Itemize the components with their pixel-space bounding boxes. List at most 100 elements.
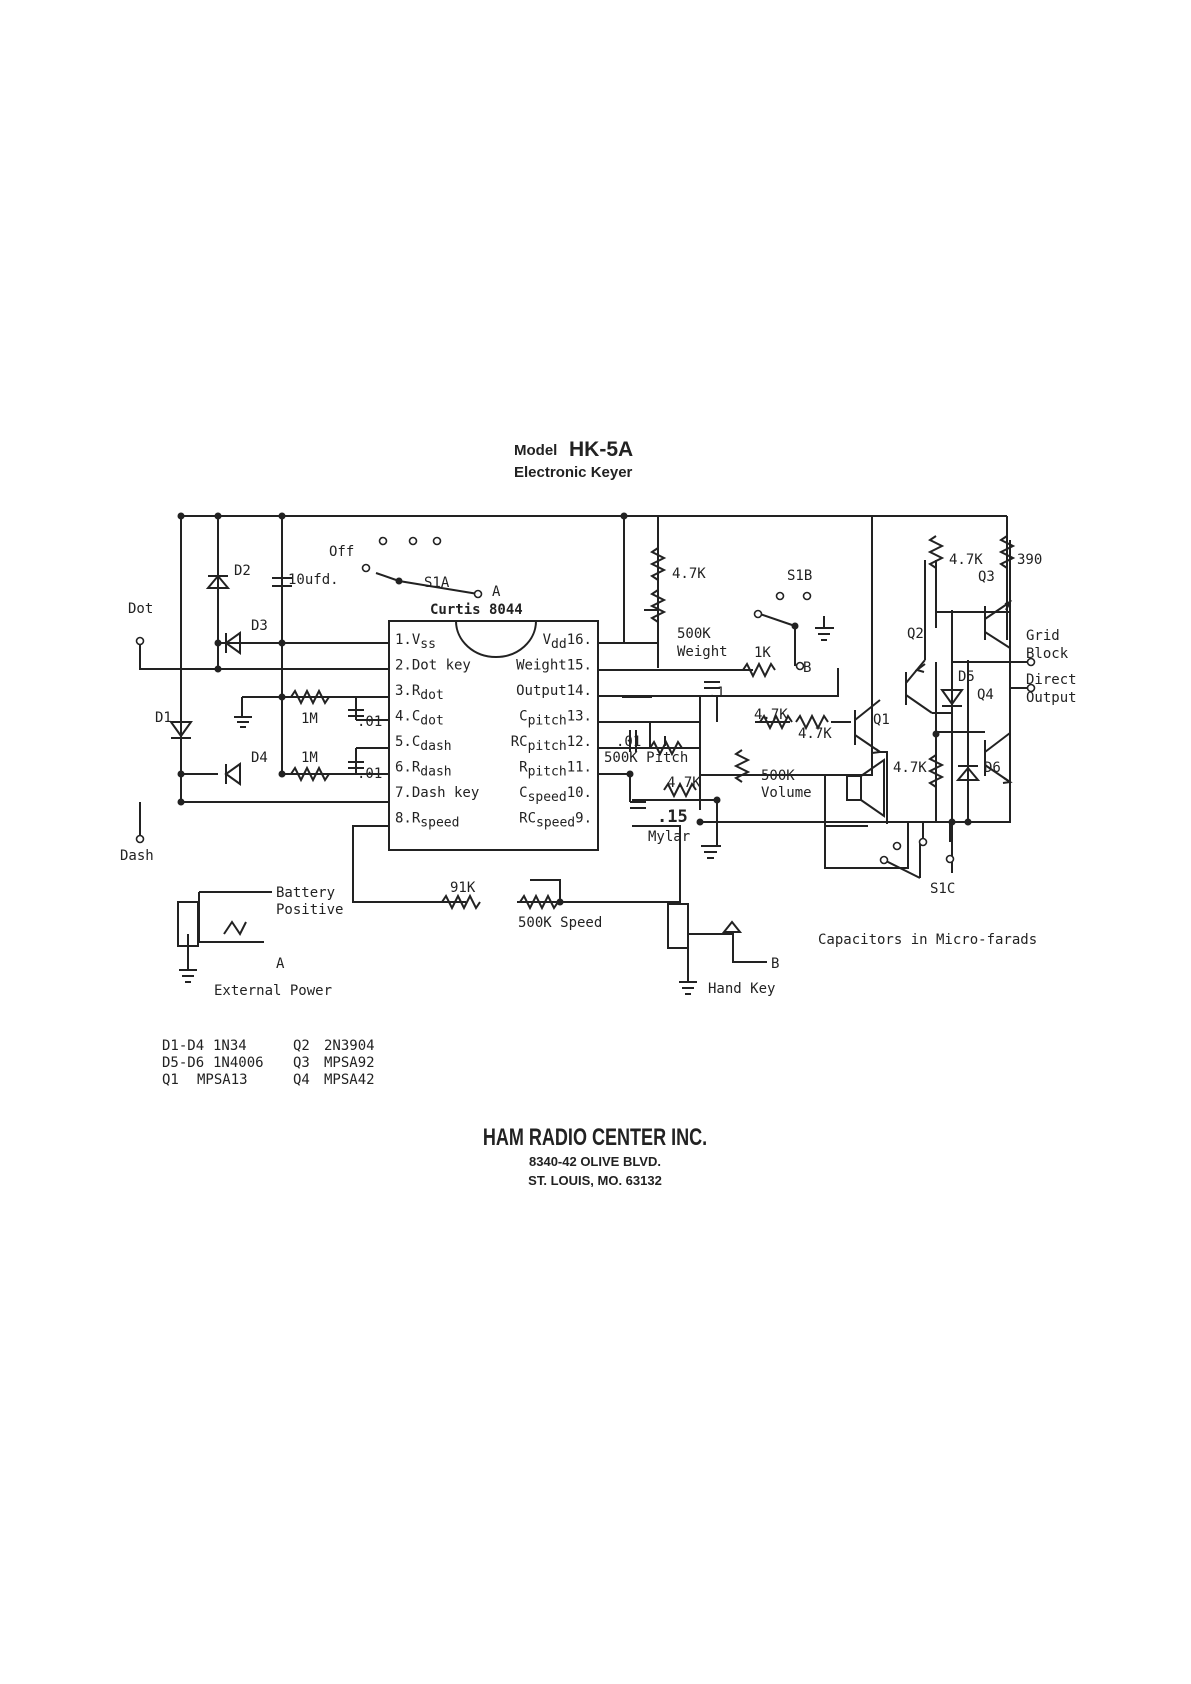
junction-dots — [177, 512, 972, 906]
svg-text:Q4: Q4 — [293, 1072, 310, 1088]
ground-icon — [234, 716, 252, 728]
terminal-off — [361, 563, 371, 573]
resistor-91k — [441, 893, 481, 911]
label-grid: Grid — [1026, 628, 1060, 644]
model-number: HK-5A — [569, 438, 633, 461]
jack-tip-icon — [721, 920, 743, 933]
jack-hand-key — [667, 903, 689, 949]
jack-symbols — [177, 901, 743, 949]
jack-external-power — [177, 901, 199, 947]
ic-pin-label: 6.Rdash — [395, 760, 452, 780]
label-47k-q1-top: 4.7K — [754, 707, 788, 723]
label-d2: D2 — [234, 563, 251, 579]
ic-pin-label: RCspeed9. — [519, 811, 592, 831]
label-c01-dot: .01 — [357, 714, 382, 730]
ic-pin-label: 1.Vss — [395, 632, 436, 652]
company-city: ST. LOUIS, MO. 63132 — [528, 1173, 662, 1188]
ic-pin-label: Cspeed10. — [519, 785, 592, 805]
ic-pin-label: 4.Cdot — [395, 709, 444, 729]
label-d6: D6 — [984, 760, 1001, 776]
svg-text:D5-D6: D5-D6 — [162, 1055, 204, 1071]
label-a-top: A — [492, 584, 501, 600]
transistor-symbols — [871, 600, 1013, 784]
label-b-s1b: B — [803, 660, 811, 676]
label-d4: D4 — [251, 750, 268, 766]
label-d1: D1 — [155, 710, 172, 726]
label-s1b: S1B — [787, 568, 812, 584]
resistor-1k — [742, 661, 776, 679]
resistor-47k-pitch — [663, 781, 697, 799]
label-direct: Direct — [1026, 672, 1077, 688]
ground-icon — [815, 616, 834, 641]
resistor-1m-dot — [290, 688, 330, 706]
diode-d4 — [224, 762, 241, 786]
ground-icon — [679, 981, 697, 995]
label-dash: Dash — [120, 848, 154, 864]
label-390: 390 — [1017, 552, 1042, 568]
parts-list-row: Q1 MPSA13 Q4 MPSA42 — [162, 1072, 375, 1088]
ic-right-pin-labels: Vdd16.Weight15.Output14.Cpitch13.RCpitch… — [511, 632, 592, 831]
diode-d5 — [940, 689, 964, 707]
diode-symbols — [169, 574, 981, 786]
label-s1c: S1C — [930, 881, 955, 897]
label-47k-q4: 4.7K — [893, 760, 927, 776]
jack-spring-icon — [223, 920, 247, 936]
parts-list-row: D1-D4 1N34 Q2 2N3904 — [162, 1038, 375, 1054]
label-10ufd: 10ufd. — [288, 572, 339, 588]
diode-d3 — [224, 631, 241, 655]
pot-volume — [733, 749, 751, 783]
pot-weight — [649, 589, 667, 623]
label-c15: .15 — [657, 807, 688, 827]
transistor-q1-arrow — [871, 748, 883, 754]
ic-pin-label: Weight15. — [516, 658, 592, 674]
capacitor-15 — [630, 801, 646, 809]
label-d3: D3 — [251, 618, 268, 634]
pot-speed — [519, 893, 559, 911]
label-positive: Positive — [276, 902, 343, 918]
label-volume: Volume — [761, 785, 812, 801]
transistor-q3-arrow — [1004, 600, 1013, 611]
ic-pin-label: Rpitch11. — [519, 760, 592, 780]
label-d5: D5 — [958, 669, 975, 685]
label-1m-dot: 1M — [301, 711, 318, 727]
capacitor-10ufd — [272, 577, 292, 587]
label-c1: .1 — [708, 685, 725, 701]
ground-icon — [179, 969, 197, 983]
svg-text:Q2: Q2 — [293, 1038, 310, 1054]
ic-name: Curtis 8044 — [430, 602, 523, 618]
resistor-390 — [998, 535, 1016, 569]
capacitor-1 — [704, 681, 720, 689]
diode-d2 — [205, 574, 231, 589]
label-s1a: S1A — [424, 575, 450, 591]
svg-text:MPSA13: MPSA13 — [197, 1072, 248, 1088]
terminal-direct-output — [1026, 683, 1036, 693]
label-a-bottom: A — [276, 956, 285, 972]
capacitor-01-dot — [348, 709, 364, 717]
svg-text:D1-D4: D1-D4 — [162, 1038, 204, 1054]
resistor-47k-q1 — [759, 713, 793, 731]
label-weight: Weight — [677, 644, 728, 660]
terminal-a — [473, 589, 483, 599]
label-dot: Dot — [128, 601, 153, 617]
label-1k: 1K — [754, 645, 771, 661]
terminal-dash — [135, 834, 145, 844]
resistor-47k-q3 — [927, 535, 945, 569]
svg-text:1N4006: 1N4006 — [213, 1055, 264, 1071]
label-block: Block — [1026, 646, 1069, 662]
ic-pin-label: Output14. — [516, 683, 592, 699]
label-47k-q3: 4.7K — [949, 552, 983, 568]
label-1m-dash: 1M — [301, 750, 318, 766]
capacitor-symbols — [272, 577, 720, 809]
company-footer: HAM RADIO CENTER INC. 8340-42 OLIVE BLVD… — [483, 1123, 707, 1188]
parts-list: D1-D4 1N34 Q2 2N3904 D5-D6 1N4006 Q3 MPS… — [162, 1038, 375, 1088]
label-91k: 91K — [450, 880, 476, 896]
potentiometer-symbols — [519, 589, 751, 911]
component-labels: Dot Dash D2 D3 D1 D4 Off 10ufd. S1A A 1M… — [120, 544, 1077, 999]
ic-pin-label: 8.Rspeed — [395, 811, 459, 831]
resistor-symbols — [290, 535, 1016, 911]
transistor-q2-arrow — [914, 663, 926, 673]
model-prefix: Model — [514, 442, 557, 459]
speaker-symbol — [846, 758, 885, 818]
